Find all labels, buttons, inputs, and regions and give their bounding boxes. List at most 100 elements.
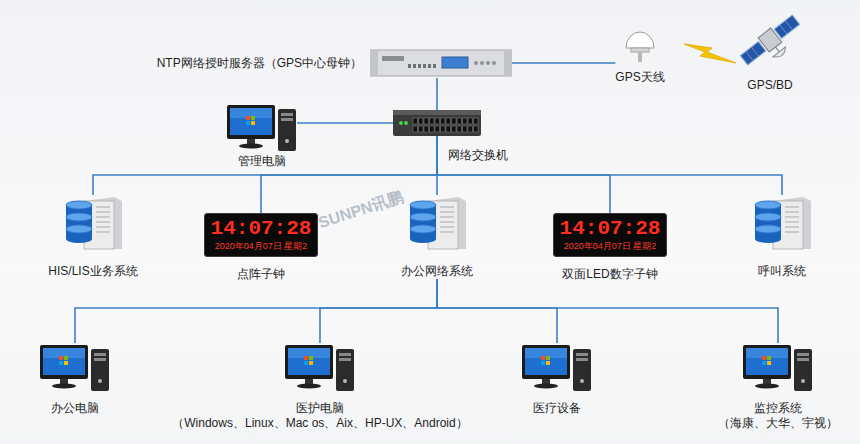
icon-part [751,47,758,56]
icon-part [573,349,591,391]
icon-part [393,110,481,136]
antenna-icon [620,28,660,62]
icon-part [410,201,436,209]
icon-part [336,349,354,391]
clock-display: 14:07:282020年04月07日 星期2点阵子钟 [204,213,319,282]
icon-part [297,384,321,389]
icon-part [419,126,424,132]
icon-part [762,361,766,365]
switch-icon [393,110,481,136]
clock-display: 14:07:282020年04月07日 星期2双面LED数字子钟 [553,213,668,282]
icon-part [767,361,771,365]
icon-part [410,225,436,233]
icon-part [522,345,570,379]
icon-part [66,235,92,243]
icon-part [525,348,567,375]
icon-part [463,126,468,132]
connector-line [437,136,782,195]
device-caption: 办公网络系统 [401,264,473,279]
server-system: 办公网络系统 [401,195,473,279]
icon-part [408,64,411,68]
icon-part [60,379,68,384]
connector-line [437,279,557,343]
icon-part [40,345,88,379]
device-caption: 医护电脑 [296,401,344,416]
server-system: HIS/LIS业务系统 [48,195,137,279]
icon-part [767,356,771,360]
icon-part [755,201,781,209]
satellite: GPS/BD [735,8,805,93]
pc-icon [285,343,355,391]
sat-icon [735,8,805,72]
device-caption: 监控系统 [754,401,802,416]
icon-part [410,213,436,221]
connector-line [75,279,437,343]
icon-part [440,222,454,223]
icon-part [96,227,110,228]
icon-part [435,126,440,132]
icon-part [418,64,421,68]
icon-part [794,349,812,391]
icon-part [404,121,408,125]
icon-part [446,118,451,124]
icon-part [480,61,484,65]
icon-part [780,25,787,34]
icon-part [743,345,791,379]
clock-time: 14:07:28 [560,217,661,241]
connector-line [436,78,438,110]
pc-icon [522,343,592,391]
icon-part [440,212,454,213]
icon-part [288,348,330,375]
connector-line [297,122,393,124]
icon-part [410,235,436,243]
icon-part [774,15,800,39]
icon-part [339,358,351,361]
icon-part [96,232,110,233]
icon-part [227,105,275,139]
icon-part [534,384,558,389]
icon-part [66,225,92,233]
device-caption: （Windows、Linux、Mac os、Aix、HP-UX、Android） [172,416,467,431]
device-caption: （海康、大华、宇视） [718,416,838,431]
icon-part [428,64,431,68]
icon-part [631,48,649,52]
icon-part [339,353,351,356]
device-caption: NTP网络授时服务器（GPS中心母钟） [157,56,362,71]
icon-part [542,379,550,384]
icon-part [763,379,771,384]
icon-part [382,56,404,61]
icon-part [393,110,481,115]
icon-part [66,201,92,209]
icon-part [546,356,550,360]
icon-part [801,379,805,383]
icon-part [452,126,457,132]
icon-part [785,232,799,233]
icon-part [785,222,799,223]
terminal-pc: 医护电脑（Windows、Linux、Mac os、Aix、HP-UX、Andr… [172,343,467,431]
icon-part [746,348,788,375]
device-caption: 管理电脑 [238,154,286,169]
icon-part [433,64,436,68]
icon-part [486,61,490,65]
icon-part [246,116,250,120]
icon-part [440,207,454,208]
icon-part [492,61,496,65]
clock-panel: 14:07:282020年04月07日 星期2 [204,213,319,257]
icon-part [474,126,479,132]
wireless-signal [684,44,736,63]
device-caption: 呼叫系统 [758,264,806,279]
icon-part [424,126,429,132]
icon-part [576,358,588,361]
icon-part [96,222,110,223]
icon-part [64,356,68,360]
icon-part [251,116,255,120]
device-caption: HIS/LIS业务系统 [48,264,137,279]
icon-part [305,379,313,384]
device-caption: GPS天线 [615,70,664,85]
icon-part [91,349,109,391]
icon-part [239,144,263,149]
db-icon [62,195,124,250]
icon-part [755,384,779,389]
icon-part [94,353,106,356]
icon-part [59,356,63,360]
